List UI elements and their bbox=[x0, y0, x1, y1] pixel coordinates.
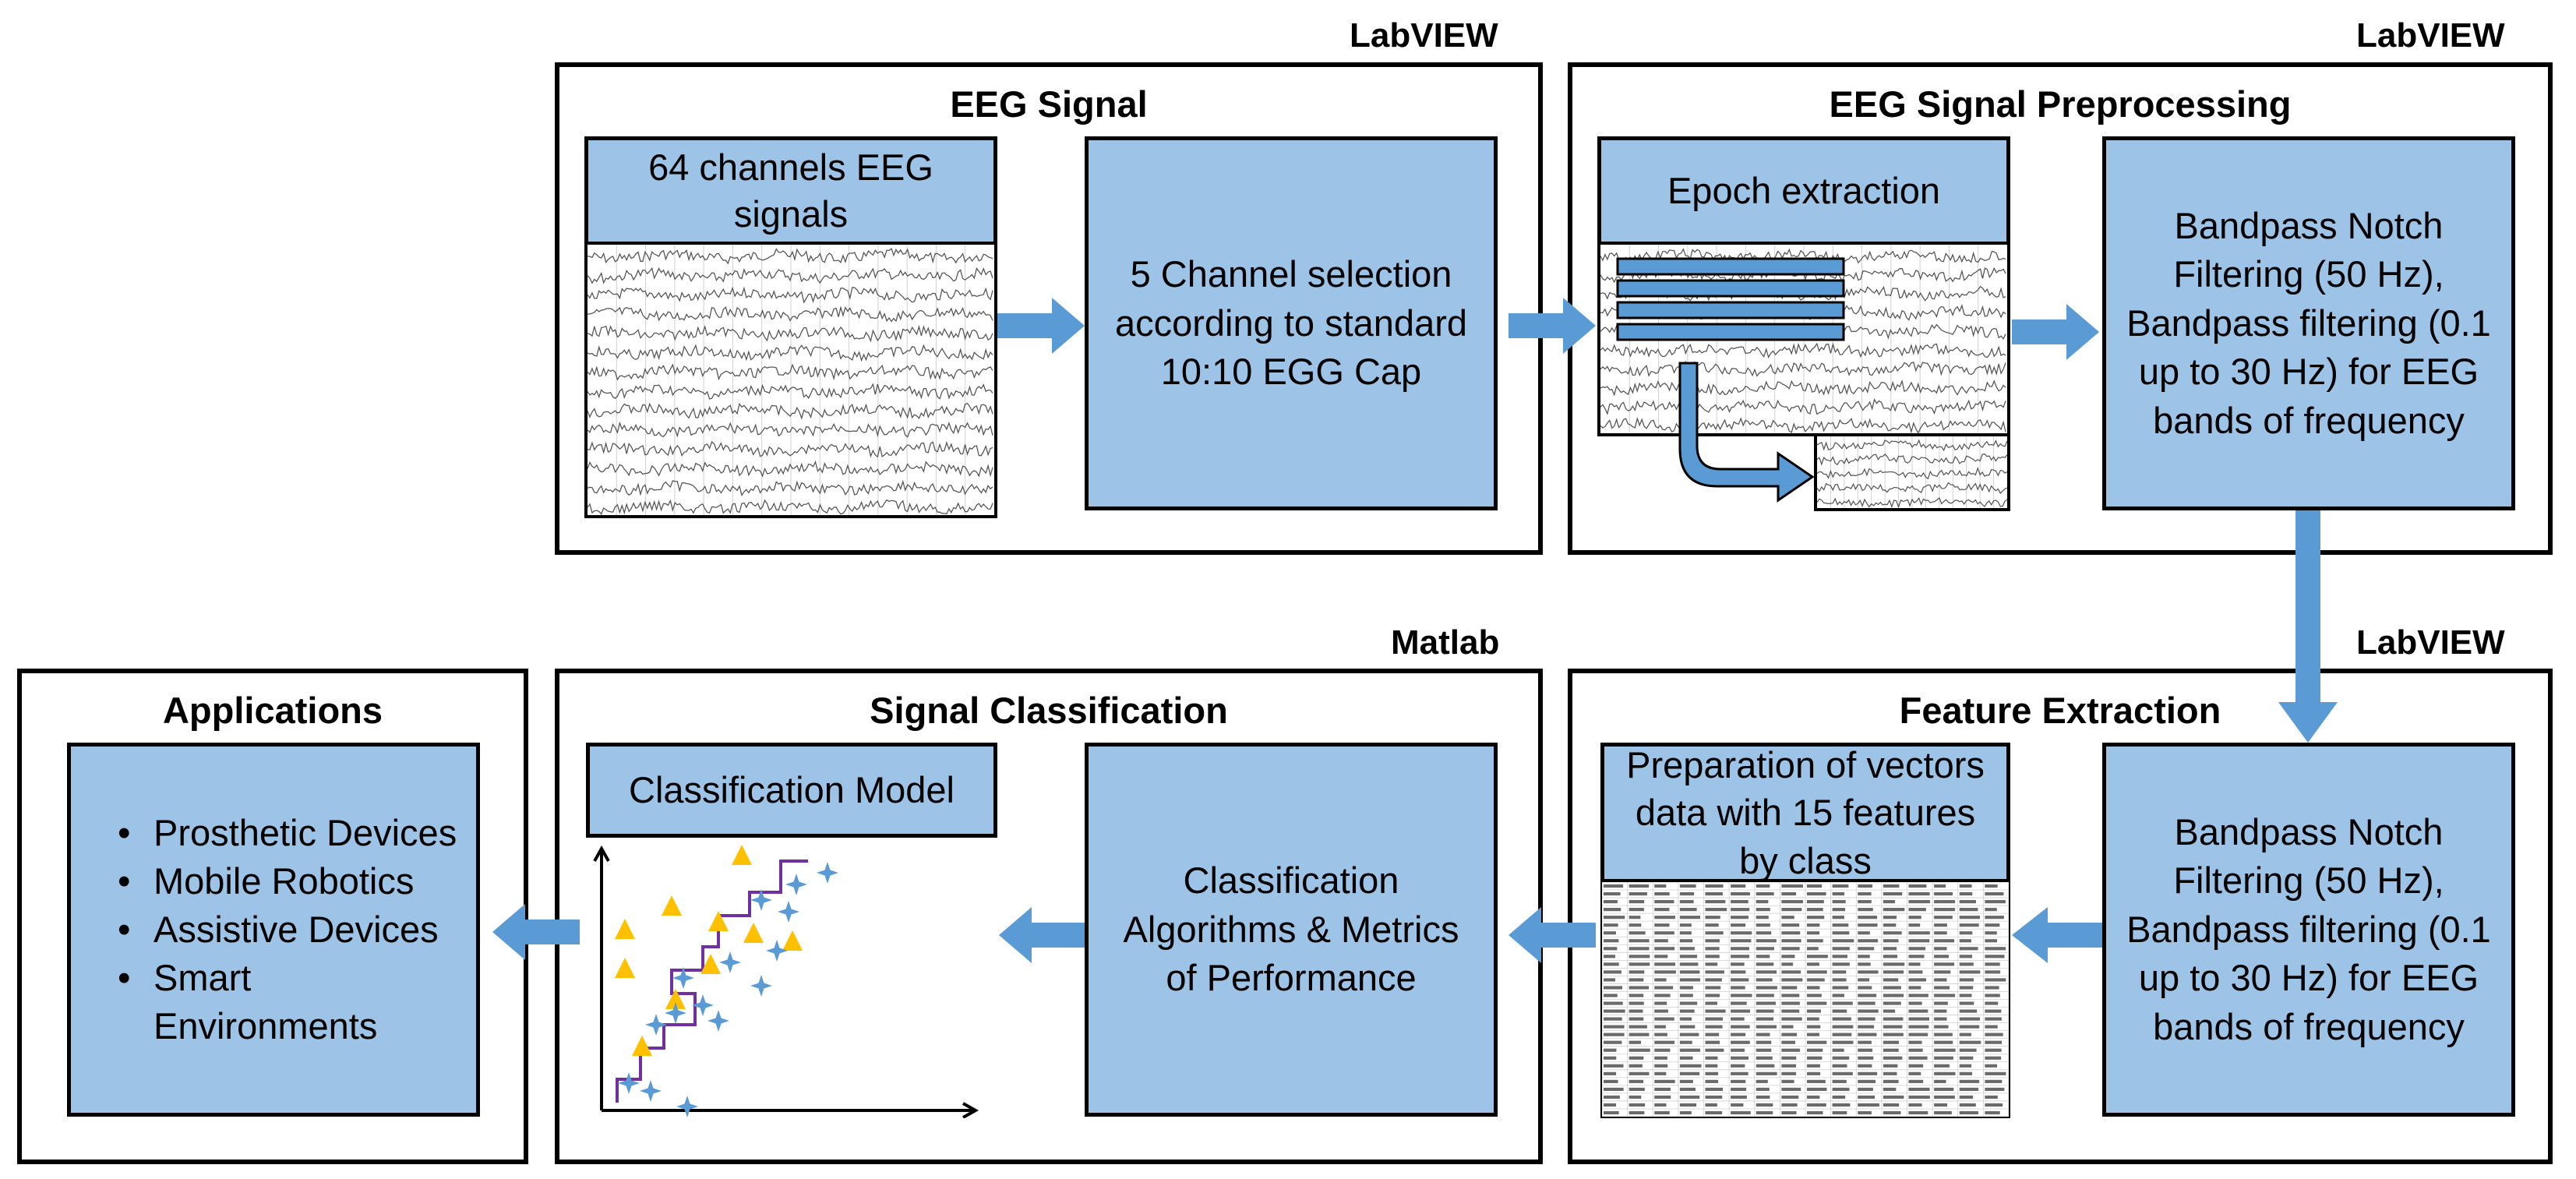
box-feature-filtering-label: Bandpass Notch Filtering (50 Hz), Bandpa… bbox=[2126, 810, 2491, 1047]
tool-label-matlab: Matlab bbox=[1391, 623, 1500, 662]
panel-title-applications: Applications bbox=[162, 690, 383, 731]
panel-title-feature-extraction: Feature Extraction bbox=[1899, 690, 2221, 731]
application-item: Assistive Devices bbox=[118, 905, 461, 954]
box-epoch-extraction: Epoch extraction bbox=[1597, 136, 2010, 245]
box-preprocessing-filtering: Bandpass Notch Filtering (50 Hz), Bandpa… bbox=[2102, 136, 2515, 510]
panel-title-eeg-signal: EEG Signal bbox=[950, 83, 1148, 125]
box-64-channels: 64 channels EEG signals bbox=[584, 136, 997, 245]
arrow-left-icon bbox=[492, 904, 580, 960]
arrow-left-icon bbox=[2012, 907, 2102, 963]
box-channel-selection: 5 Channel selection according to standar… bbox=[1085, 136, 1498, 510]
arrow-left-icon bbox=[999, 907, 1085, 963]
box-feature-vectors-label: Preparation of vectors data with 15 feat… bbox=[1626, 744, 1985, 881]
arrow-right-icon bbox=[2012, 304, 2099, 360]
box-applications-list: Prosthetic Devices Mobile Robotics Assis… bbox=[67, 743, 480, 1117]
box-classification-model: Classification Model bbox=[586, 743, 997, 838]
applications-list: Prosthetic Devices Mobile Robotics Assis… bbox=[86, 809, 461, 1050]
arrow-right-icon bbox=[1509, 298, 1596, 354]
box-classification-algorithms: Classification Algorithms & Metrics of P… bbox=[1085, 743, 1498, 1117]
box-channel-selection-label: 5 Channel selection according to standar… bbox=[1114, 253, 1467, 393]
box-feature-vectors: Preparation of vectors data with 15 feat… bbox=[1600, 743, 2010, 883]
tool-label-labview-preprocessing: LabVIEW bbox=[2356, 16, 2505, 55]
box-classification-algorithms-label: Classification Algorithms & Metrics of P… bbox=[1123, 860, 1459, 999]
panel-title-signal-classification: Signal Classification bbox=[870, 690, 1228, 731]
box-feature-filtering: Bandpass Notch Filtering (50 Hz), Bandpa… bbox=[2102, 743, 2515, 1117]
scatter-plot-icon bbox=[586, 838, 997, 1118]
box-64-channels-label: 64 channels EEG signals bbox=[648, 146, 933, 235]
box-preprocessing-filtering-label: Bandpass Notch Filtering (50 Hz), Bandpa… bbox=[2126, 204, 2491, 441]
application-item: Prosthetic Devices bbox=[118, 809, 461, 857]
panel-title-eeg-preprocessing: EEG Signal Preprocessing bbox=[1829, 83, 2292, 125]
application-item: Mobile Robotics bbox=[118, 857, 461, 905]
box-epoch-extraction-label: Epoch extraction bbox=[1667, 169, 1941, 211]
tool-label-labview-eeg: LabVIEW bbox=[1350, 16, 1498, 55]
tool-label-labview-features: LabVIEW bbox=[2356, 623, 2505, 662]
eeg-waveform-icon bbox=[584, 242, 997, 518]
arrow-down-icon bbox=[2278, 510, 2338, 743]
data-table-icon bbox=[1600, 881, 2010, 1118]
box-classification-model-label: Classification Model bbox=[629, 768, 955, 810]
eeg-epoch-detail-icon bbox=[1814, 433, 2010, 511]
epoch-selection-icon bbox=[1616, 257, 1845, 503]
arrow-right-icon bbox=[997, 298, 1085, 354]
arrow-left-icon bbox=[1509, 907, 1596, 963]
application-item: Smart Environments bbox=[118, 954, 461, 1050]
